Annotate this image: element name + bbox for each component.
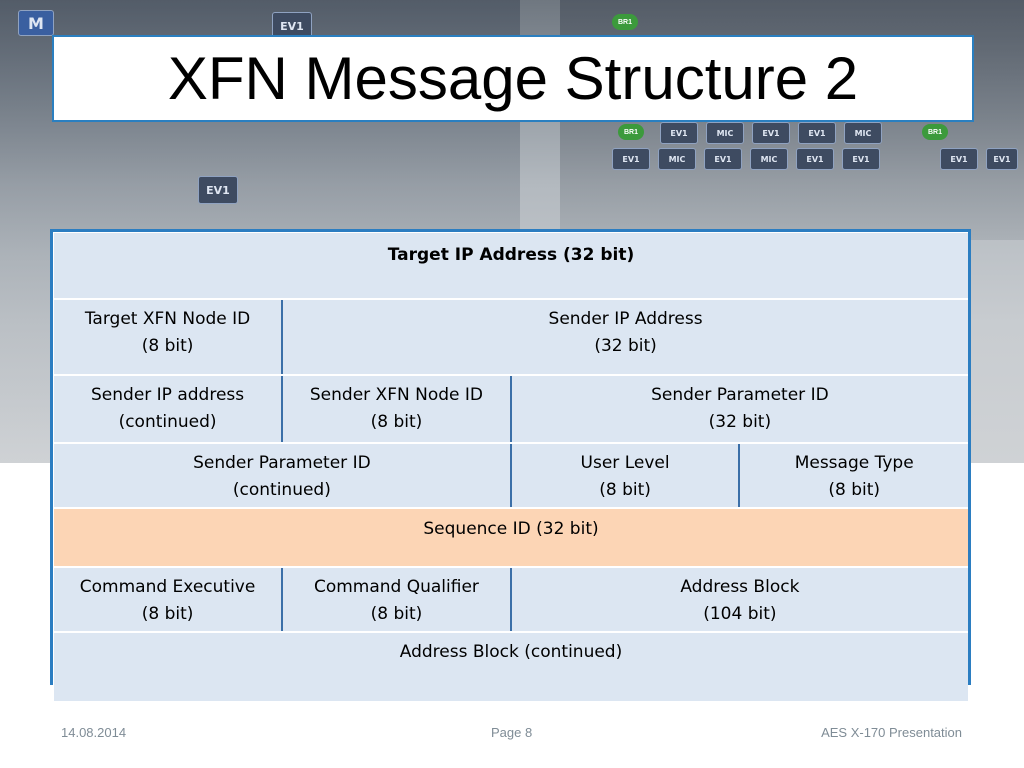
background-status-dot-icon: BR1 — [618, 124, 644, 140]
table-row: Target XFN Node ID (8 bit) Sender IP Addre… — [53, 298, 968, 376]
background-device-chip-icon: EV1 — [704, 148, 742, 170]
table-cell: Sender Parameter ID (continued) — [52, 442, 512, 509]
field-detail: (continued) — [232, 480, 331, 500]
field-name: Sender XFN Node ID — [309, 385, 483, 405]
footer-page-number: Page 8 — [491, 725, 533, 740]
field-name: Sender Parameter ID — [193, 453, 371, 473]
field-detail: (8 bit) — [141, 336, 194, 356]
field-detail: (32 bit) — [708, 412, 772, 432]
field-detail: (104 bit) — [703, 604, 777, 624]
field-name: Sender Parameter ID — [651, 385, 829, 405]
table-cell: Sender XFN Node ID (8 bit) — [281, 374, 512, 444]
background-device-chip-icon: MIC — [844, 122, 882, 144]
field-detail: (8 bit) — [828, 480, 881, 500]
table-cell: Sender Parameter ID (32 bit) — [510, 374, 968, 444]
table-cell: Sequence ID (32 bit) — [53, 507, 968, 568]
table-row-highlighted: Sequence ID (32 bit) — [53, 507, 968, 568]
field-name: Command Executive — [79, 577, 256, 597]
field-detail: (32 bit) — [594, 336, 657, 356]
background-device-chip-icon: M — [18, 10, 54, 36]
field-name: Sender IP Address — [548, 309, 703, 329]
field-detail: (8 bit) — [141, 604, 194, 624]
field-name: Message Type — [794, 453, 914, 473]
background-device-chip-icon: EV1 — [986, 148, 1018, 170]
table-row: Sender IP address (continued) Sender XFN N… — [53, 374, 968, 444]
field-detail: (continued) — [118, 412, 217, 432]
table-cell: Target XFN Node ID (8 bit) — [53, 298, 284, 376]
table-cell: User Level (8 bit) — [510, 442, 741, 509]
background-status-dot-icon: BR1 — [922, 124, 948, 140]
table-row: Target IP Address (32 bit) — [53, 232, 968, 300]
background-device-chip-icon: MIC — [706, 122, 744, 144]
field-detail: (8 bit) — [370, 604, 423, 624]
background-status-dot-icon: BR1 — [612, 14, 638, 30]
table-cell: Message Type (8 bit) — [738, 442, 968, 509]
table-cell: Command Qualifier (8 bit) — [281, 566, 512, 633]
field-detail: (8 bit) — [370, 412, 423, 432]
message-structure-table: Target IP Address (32 bit) Target XFN Nod… — [50, 229, 971, 703]
background-device-chip-icon: EV1 — [612, 148, 650, 170]
footer-date: 14.08.2014 — [61, 725, 127, 740]
background-device-chip-icon: MIC — [658, 148, 696, 170]
table-cell: Command Executive (8 bit) — [53, 566, 284, 633]
field-name: Target IP Address (32 bit) — [387, 245, 635, 265]
field-name: Command Qualifier — [313, 577, 479, 597]
field-name: User Level — [580, 453, 670, 473]
table-cell: Address Block (104 bit) — [510, 566, 968, 633]
message-structure-grid: Target IP Address (32 bit) Target XFN Nod… — [52, 232, 968, 703]
footer-presentation-name: AES X-170 Presentation — [821, 725, 962, 740]
background-device-chip-icon: EV1 — [842, 148, 880, 170]
slide-title: XFN Message Structure 2 — [167, 45, 859, 112]
background-device-chip-icon: EV1 — [660, 122, 698, 144]
field-name: Address Block (continued) — [399, 642, 623, 662]
background-device-chip-icon: EV1 — [796, 148, 834, 170]
table-cell: Target IP Address (32 bit) — [53, 232, 968, 300]
table-cell: Address Block (continued) — [53, 631, 968, 703]
field-detail: (8 bit) — [599, 480, 651, 500]
background-device-chip-icon: MIC — [750, 148, 788, 170]
title-box: XFN Message Structure 2 — [52, 35, 974, 122]
field-name: Target XFN Node ID — [84, 309, 251, 329]
field-name: Sequence ID (32 bit) — [423, 519, 599, 539]
background-device-chip-icon: EV1 — [752, 122, 790, 144]
field-name: Address Block — [680, 577, 800, 597]
background-device-chip-icon: EV1 — [798, 122, 836, 144]
table-cell: Sender IP Address (32 bit) — [281, 298, 968, 376]
table-row: Sender Parameter ID (continued) User Level… — [52, 442, 968, 509]
background-device-chip-icon: EV1 — [940, 148, 978, 170]
table-row: Address Block (continued) — [53, 631, 968, 703]
table-cell: Sender IP address (continued) — [53, 374, 284, 444]
table-row: Command Executive(8 bit)Command Qualifie… — [53, 566, 968, 633]
field-name: Sender IP address — [91, 385, 245, 405]
background-device-chip-icon: EV1 — [198, 176, 238, 204]
